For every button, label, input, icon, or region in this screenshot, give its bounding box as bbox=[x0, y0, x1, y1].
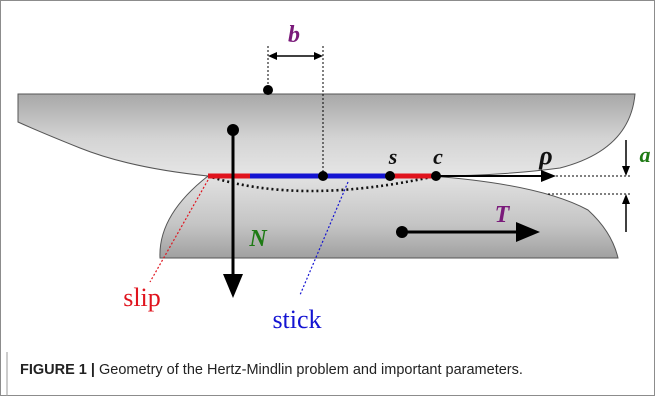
caption-label: FIGURE 1 | bbox=[20, 362, 95, 378]
a-label: a bbox=[640, 142, 651, 167]
tangential-force-arrow bbox=[396, 222, 540, 242]
c-label: c bbox=[433, 144, 443, 169]
figure-caption: FIGURE 1 | Geometry of the Hertz-Mindlin… bbox=[20, 362, 650, 378]
stick-label: stick bbox=[272, 305, 321, 334]
caption-text: Geometry of the Hertz-Mindlin problem an… bbox=[94, 362, 523, 378]
contact-edge-point bbox=[431, 171, 441, 181]
lower-body bbox=[159, 175, 619, 259]
normal-force-arrow bbox=[223, 124, 243, 298]
rho-axis-arrow bbox=[436, 170, 556, 182]
a-dimension-arrows bbox=[622, 140, 630, 232]
s-label: s bbox=[388, 144, 398, 169]
b-label: b bbox=[288, 22, 300, 48]
rho-label: ρ bbox=[538, 141, 552, 170]
T-label: T bbox=[495, 202, 511, 228]
stick-boundary-point bbox=[385, 171, 395, 181]
deformed-profile bbox=[207, 174, 437, 193]
slip-pointer bbox=[149, 179, 209, 283]
b-dimension-arrow bbox=[268, 52, 323, 60]
stick-pointer bbox=[299, 181, 349, 296]
upper-body-center-point bbox=[263, 85, 273, 95]
N-label: N bbox=[248, 226, 268, 252]
slip-label: slip bbox=[123, 283, 161, 312]
center-contact-point bbox=[318, 171, 328, 181]
reference-lines bbox=[267, 46, 632, 195]
